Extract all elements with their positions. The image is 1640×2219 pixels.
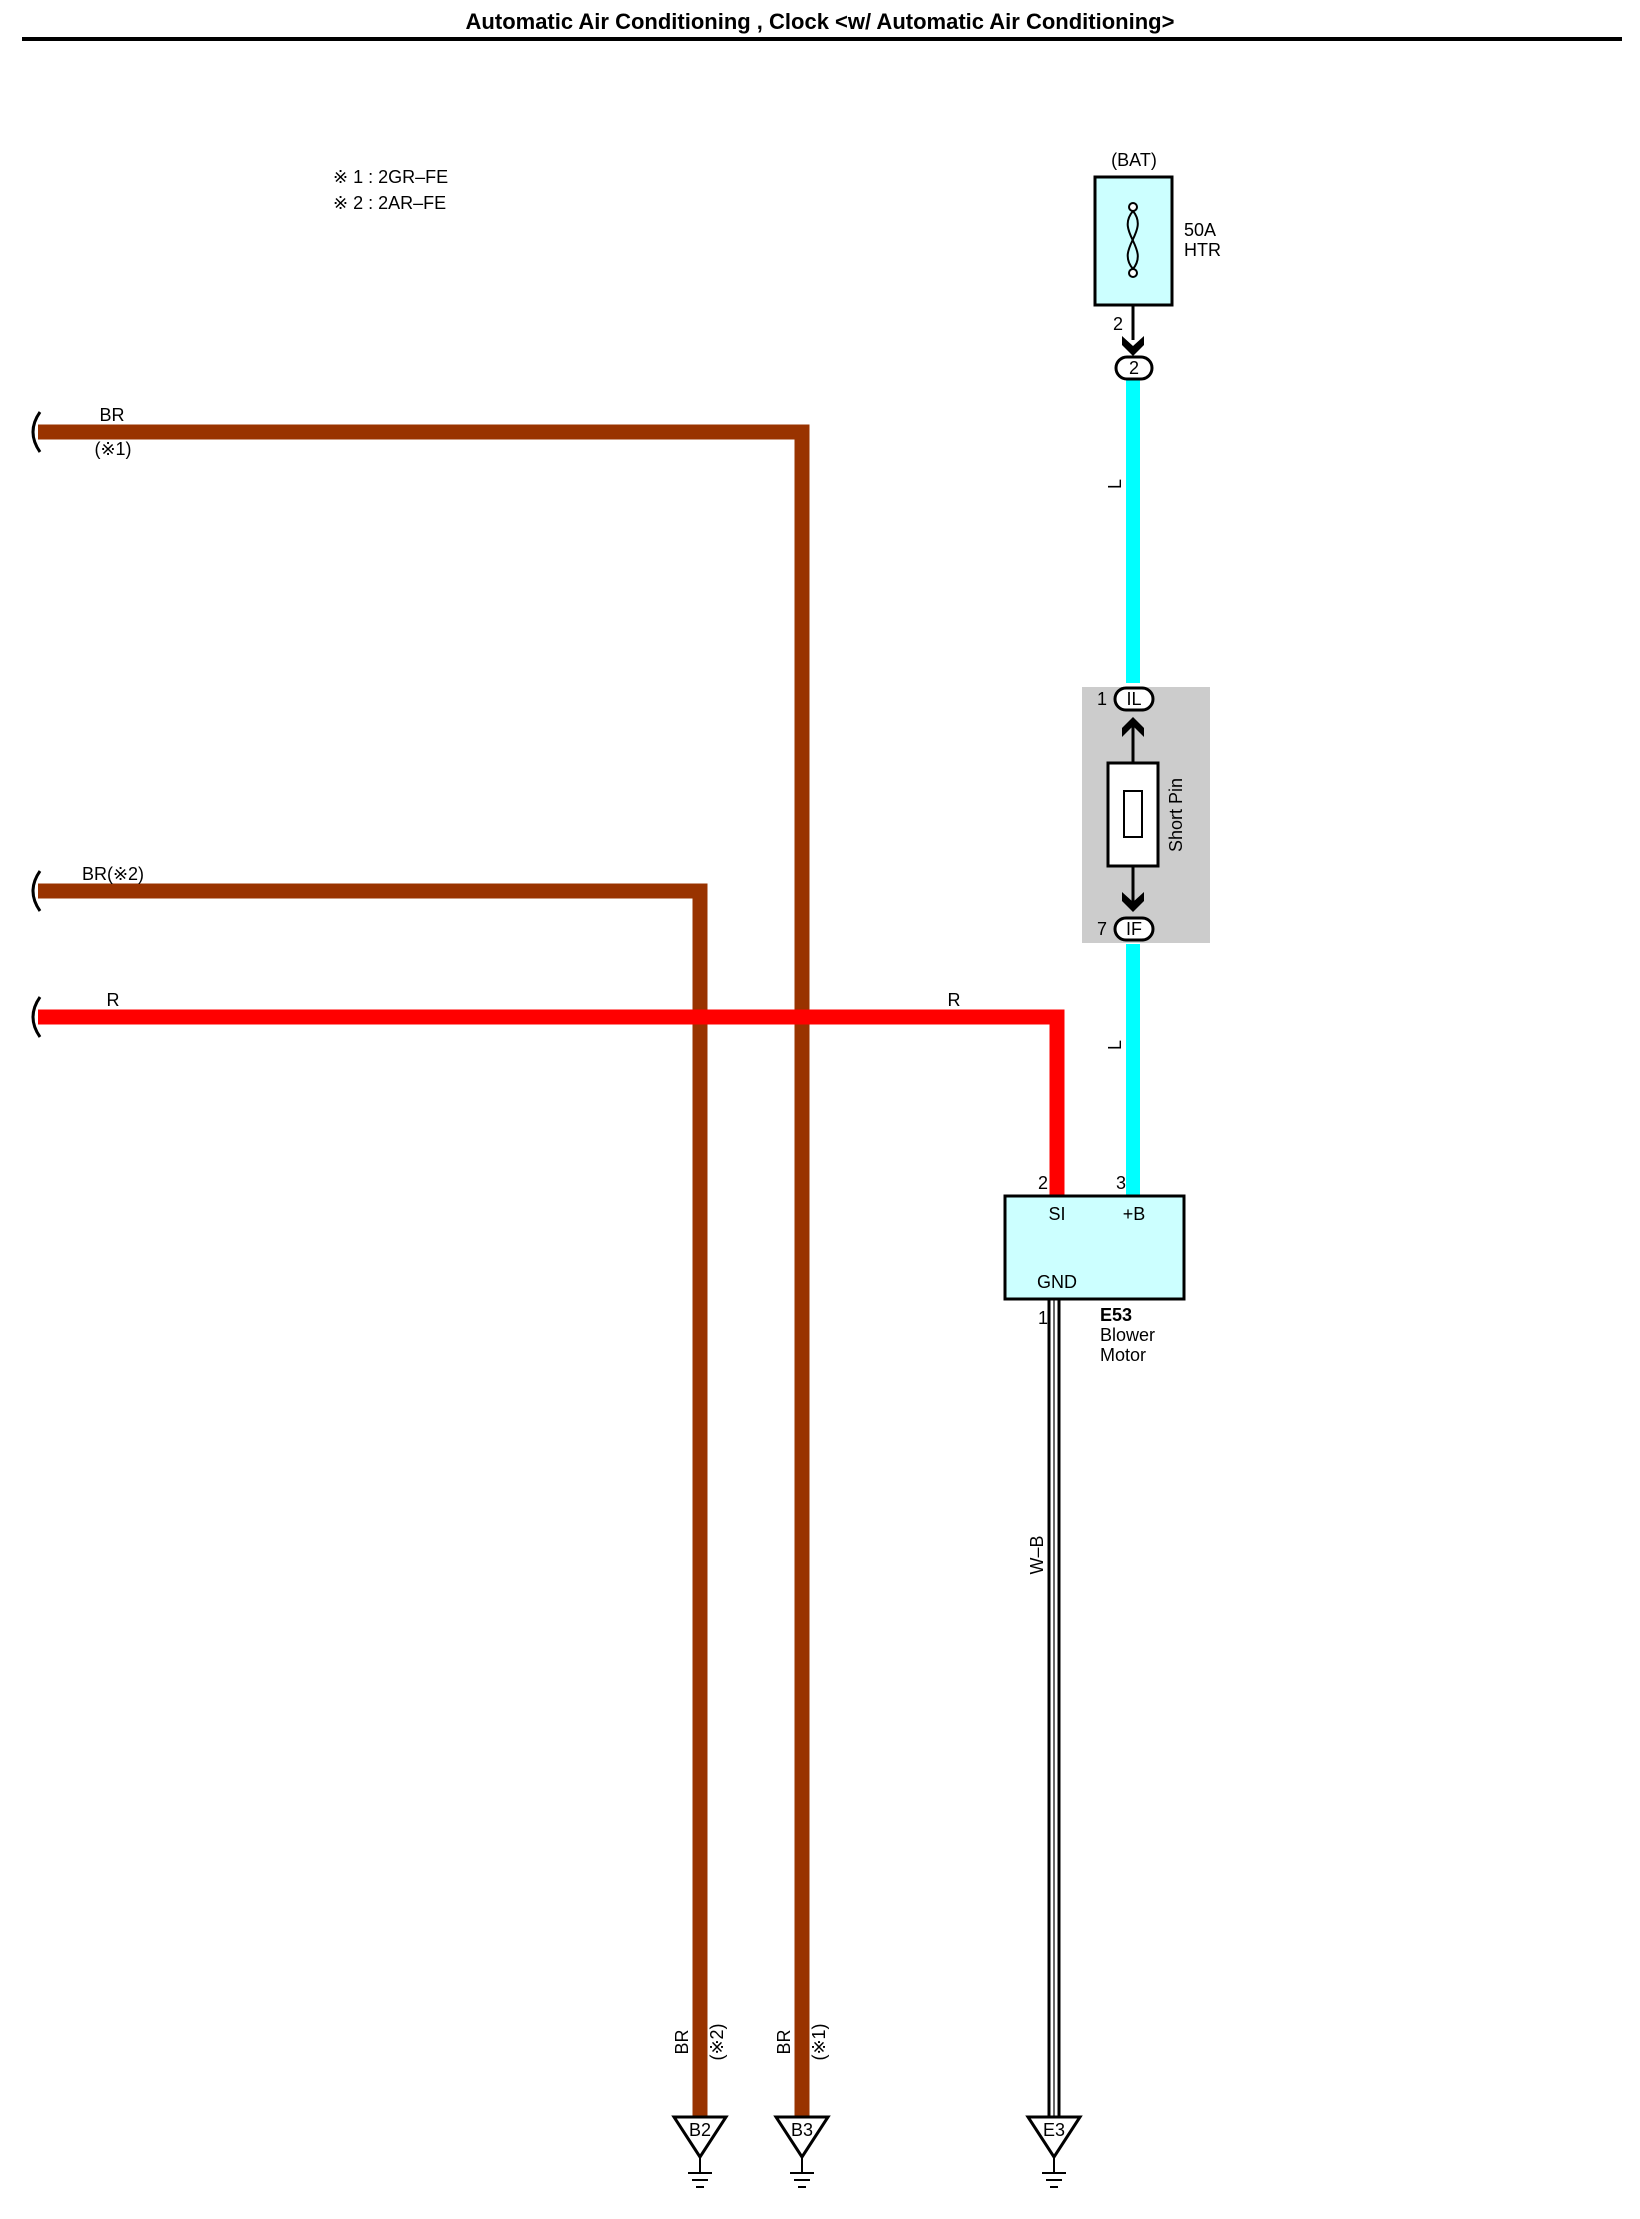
junction-bottom-pin: 7 (1097, 919, 1107, 939)
junction-bottom-connector (1113, 916, 1155, 942)
ground-b3: B3 (773, 2115, 831, 2188)
blower-pin-b: 3 (1116, 1173, 1126, 1193)
junction-top-connector (1113, 686, 1155, 712)
blower-name-line1: Blower (1100, 1325, 1155, 1345)
fuse-icon (1126, 202, 1139, 278)
wire-br-1 (38, 424, 810, 2120)
fuse-out-pin: 2 (1113, 314, 1123, 334)
wire-break-r (31, 996, 42, 1038)
ground-e3: E3 (1025, 2115, 1083, 2188)
fuse-rating: 50A (1184, 220, 1216, 240)
page-title: Automatic Air Conditioning , Clock <w/ A… (466, 9, 1175, 34)
short-pin-icon (1123, 790, 1143, 838)
wire-r-right-label: R (948, 990, 961, 1010)
wire-break-br-2 (31, 870, 42, 912)
junction-label: Short Pin (1166, 778, 1186, 852)
ground-icon (1025, 2115, 1083, 2160)
wire-br-2-bottom-label: BR (672, 2029, 692, 2054)
blower-term-gnd: GND (1037, 1272, 1077, 1292)
blower-motor (1003, 1194, 1186, 1301)
wire-br-1-bottom-label: BR (774, 2029, 794, 2054)
fuse-connector-label: 2 (1129, 358, 1139, 378)
wire-br-1-bottom-note: (※1) (809, 2023, 829, 2060)
wire-l-lower-label: L (1105, 1040, 1125, 1050)
ground-icon (671, 2115, 729, 2160)
junction-top-connector-label: IL (1126, 689, 1141, 709)
wire-br-1-note: (※1) (94, 439, 131, 459)
wire-br-1-label: BR (99, 405, 124, 425)
note-2: ※ 2 : 2AR–FE (333, 193, 446, 213)
wire-r-left-label: R (107, 990, 120, 1010)
ground-label: B2 (689, 2120, 711, 2140)
note-1: ※ 1 : 2GR–FE (333, 167, 448, 187)
wire-br-2-label: BR(※2) (82, 864, 144, 884)
wire-r (38, 1009, 1065, 1196)
blower-pin-si: 2 (1038, 1173, 1048, 1193)
fuse-source: (BAT) (1111, 150, 1157, 170)
blower-pin-gnd: 1 (1038, 1308, 1048, 1328)
junction-bottom-arrow-icon (1122, 892, 1144, 912)
wire-wb-label: W–B (1027, 1535, 1047, 1574)
blower-code: E53 (1100, 1305, 1132, 1325)
fuse-connector (1114, 355, 1154, 381)
junction-top-arrow-icon (1122, 717, 1144, 737)
ground-label: E3 (1043, 2120, 1065, 2140)
wire-l-upper-label: L (1105, 479, 1125, 489)
wire-br-2 (38, 883, 708, 2120)
wire-break-br-1 (31, 411, 42, 453)
fuse-arrow-icon (1122, 336, 1144, 356)
junction-top-pin: 1 (1097, 689, 1107, 709)
fuse-name: HTR (1184, 240, 1221, 260)
ground-label: B3 (791, 2120, 813, 2140)
blower-name-line2: Motor (1100, 1345, 1146, 1365)
blower-term-b: +B (1123, 1204, 1146, 1224)
ground-icon (773, 2115, 831, 2160)
ground-b2: B2 (671, 2115, 729, 2188)
wire-br-2-bottom-note: (※2) (707, 2023, 727, 2060)
blower-term-si: SI (1048, 1204, 1065, 1224)
junction-bottom-connector-label: IF (1126, 919, 1142, 939)
